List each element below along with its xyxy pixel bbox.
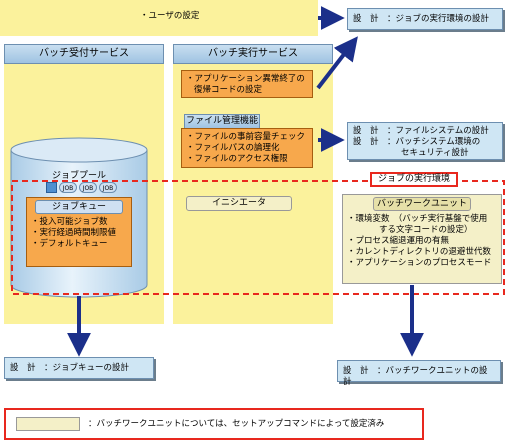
batch-unit-item: ・アプリケーションのプロセスモード bbox=[347, 258, 492, 268]
top-bar-text: ・ユーザの設定 bbox=[140, 11, 200, 21]
column-batch-execution bbox=[173, 62, 333, 324]
top-bar: ・ユーザの設定 bbox=[0, 0, 318, 36]
file-mgmt-item: ファイルのアクセス権限 bbox=[186, 154, 308, 165]
batch-unit-box: バッチワークユニット ・環境変数 （バッチ実行基盤で使用 する文字コードの設定）… bbox=[342, 194, 502, 284]
header-batch-execution: バッチ実行サービス bbox=[173, 44, 333, 64]
legend-text: ：バッチワークユニットについては、セットアップコマンドによって設定済み bbox=[88, 419, 385, 429]
batch-unit-title: バッチワークユニット bbox=[373, 197, 471, 211]
job-queue-item: 実行経過時間制限値 bbox=[31, 228, 127, 239]
arrow-error-to-design bbox=[316, 36, 358, 90]
job-token: JOB bbox=[79, 182, 97, 193]
job-pool-title: ジョブプール bbox=[51, 171, 106, 181]
design-box-job-queue: 設 計 ：ジョブキューの設計 bbox=[4, 357, 154, 379]
job-env-dashed-frame bbox=[11, 180, 505, 295]
job-token: JOB bbox=[99, 182, 117, 193]
header-batch-reception: バッチ受付サービス bbox=[4, 44, 164, 64]
job-pool-cylinder-top bbox=[10, 137, 148, 163]
batch-unit-item: ・カレントディレクトリの退避世代数 bbox=[347, 247, 491, 257]
batch-unit-items: ・環境変数 （バッチ実行基盤で使用 する文字コードの設定） ・プロセス縮退運用の… bbox=[343, 211, 501, 272]
legend-swatch bbox=[16, 417, 80, 431]
job-token-group: JOB JOB JOB bbox=[46, 182, 118, 194]
design-box-job-env: 設 計 ：ジョブの実行環境の設計 bbox=[347, 8, 503, 30]
file-mgmt-item: ファイルパスの論理化 bbox=[186, 143, 308, 154]
initiator-box: イニシエータ bbox=[186, 196, 292, 211]
job-queue-item: デフォルトキュー bbox=[31, 239, 127, 250]
job-env-label: ジョブの実行環境 bbox=[370, 172, 458, 187]
job-queue-item: 投入可能ジョブ数 bbox=[31, 217, 127, 228]
job-token: JOB bbox=[59, 182, 77, 193]
job-square-icon bbox=[46, 182, 57, 193]
app-error-box: ・アプリケーション異常終了の 復帰コードの設定 bbox=[181, 70, 313, 98]
batch-unit-item: ・環境変数 （バッチ実行基盤で使用 bbox=[347, 214, 488, 224]
file-mgmt-box: ファイルの事前容量チェック ファイルパスの論理化 ファイルのアクセス権限 bbox=[181, 128, 313, 168]
design-box-file-system: 設 計 ：ファイルシステムの設計 設 計 ：バッチシステム環境の セキュリティ設… bbox=[347, 122, 503, 160]
batch-unit-item: する文字コードの設定） bbox=[379, 225, 473, 235]
batch-unit-item: ・プロセス縮退運用の有無 bbox=[347, 236, 450, 246]
legend-frame: ：バッチワークユニットについては、セットアップコマンドによって設定済み bbox=[4, 408, 424, 440]
job-queue-title: ジョブキュー bbox=[35, 200, 123, 214]
job-queue-box: ジョブキュー 投入可能ジョブ数 実行経過時間制限値 デフォルトキュー bbox=[26, 197, 132, 267]
file-mgmt-item: ファイルの事前容量チェック bbox=[186, 132, 308, 143]
design-box-batch-unit: 設 計 ：バッチワークユニットの設計 bbox=[337, 360, 501, 387]
